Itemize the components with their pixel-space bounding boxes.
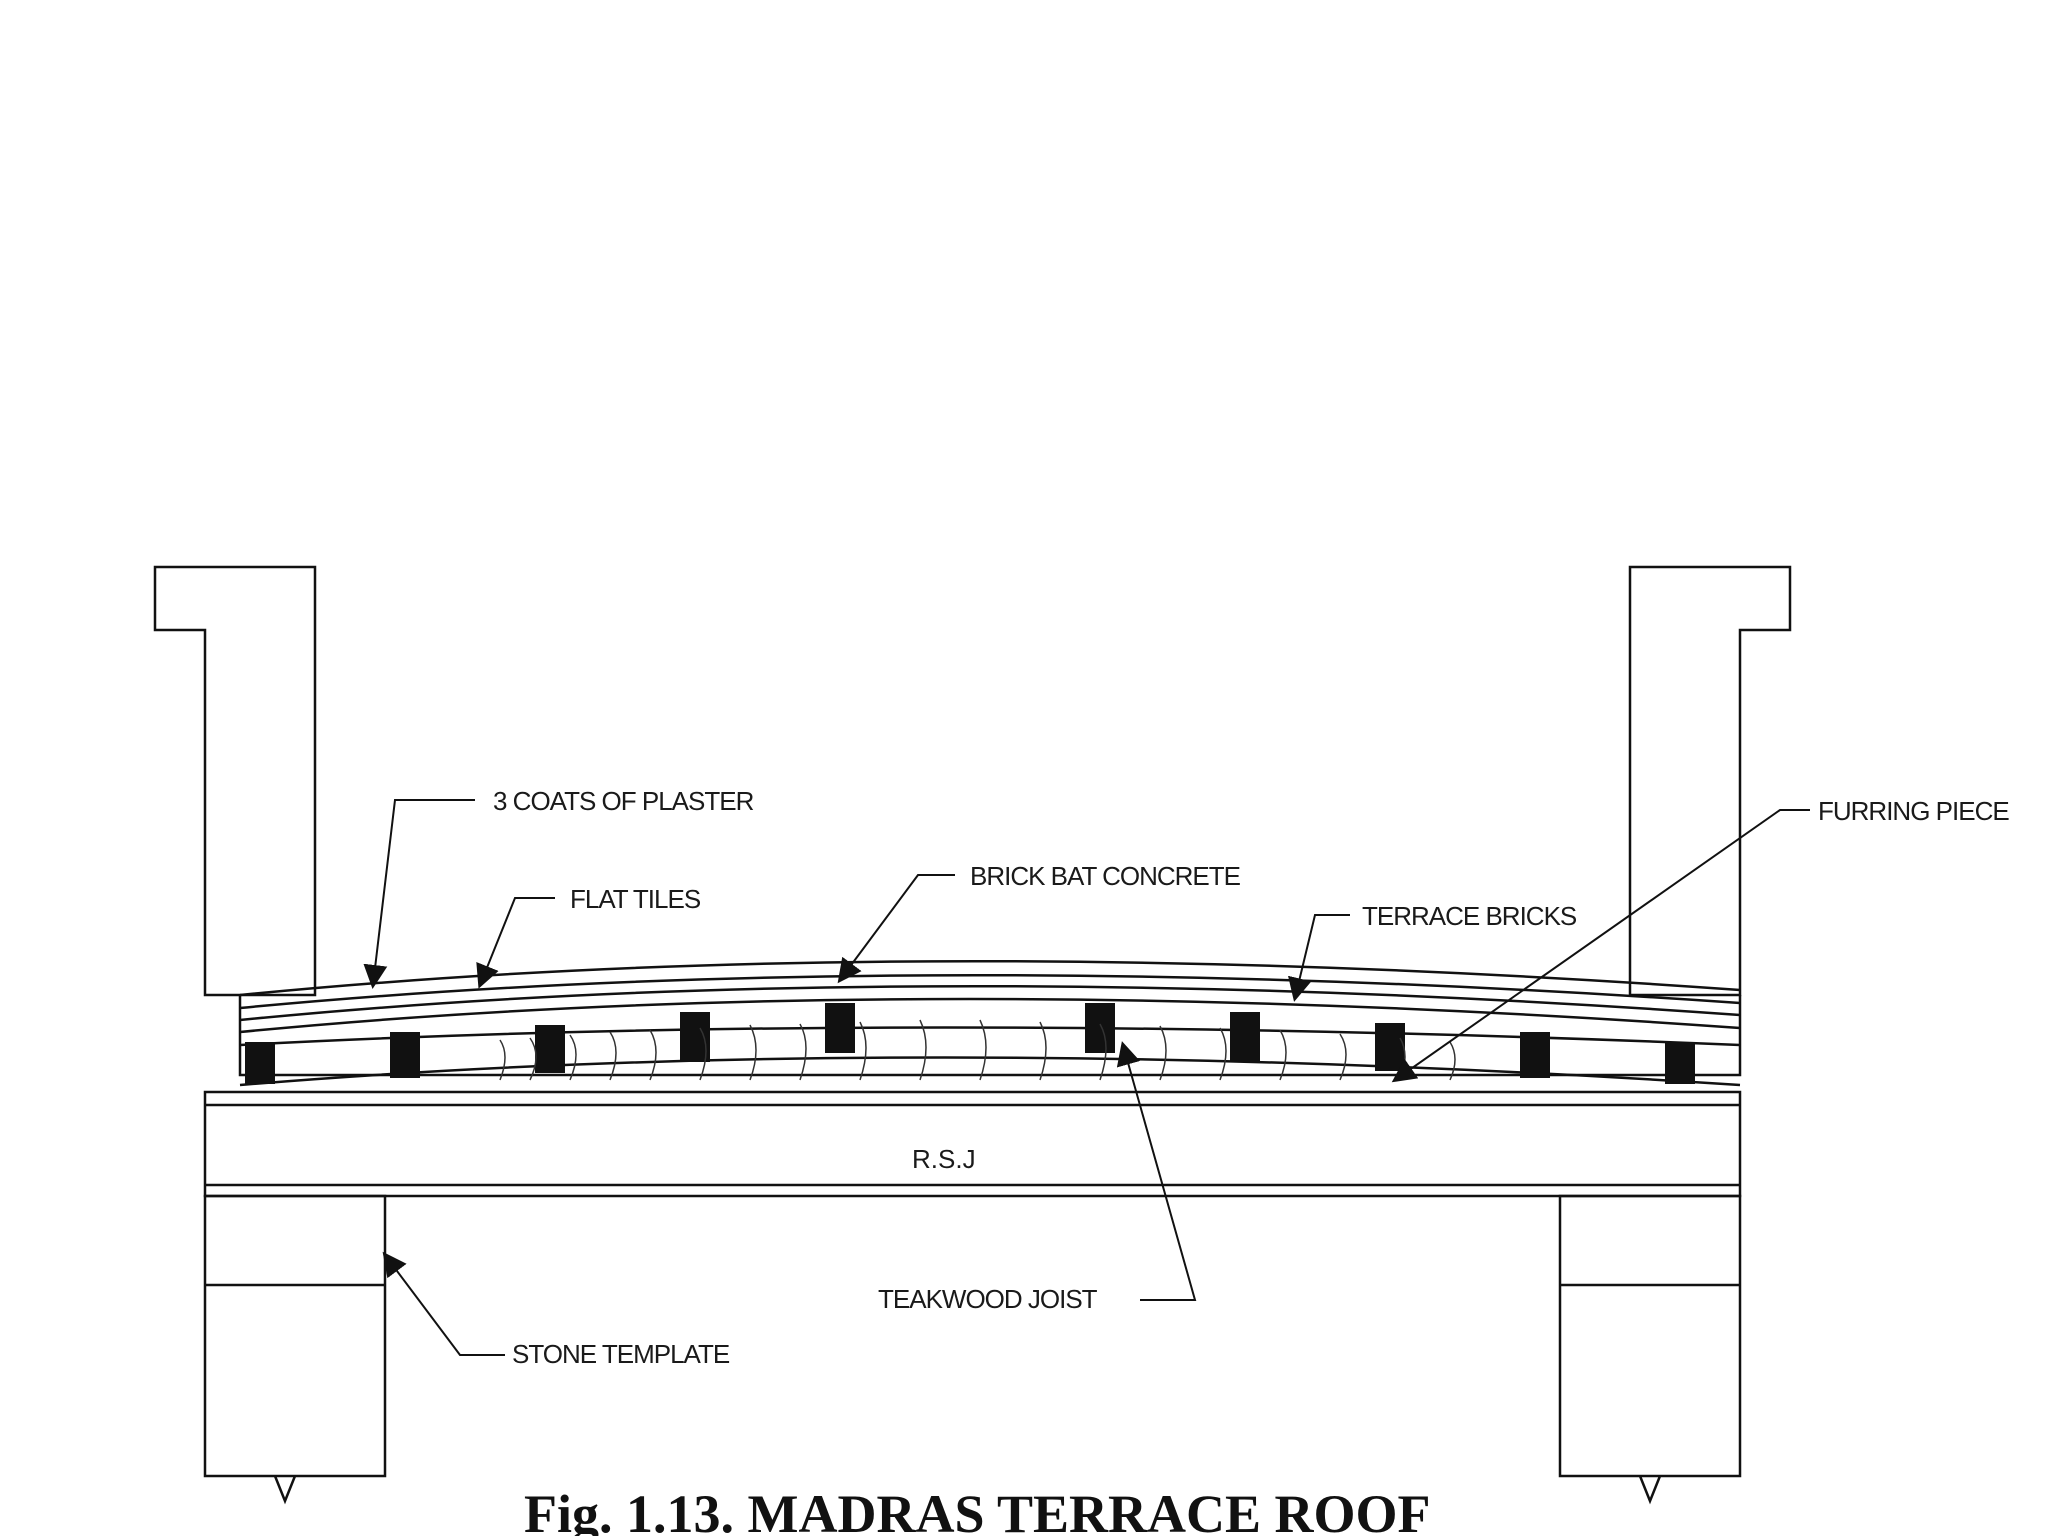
label-teakwood: TEAKWOOD JOIST [878,1041,1197,1314]
rsj-beam: R.S.J [203,1090,1742,1198]
svg-text:FLAT TILES: FLAT TILES [570,884,701,914]
label-brick-bat: BRICK BAT CONCRETE [837,861,1242,984]
teakwood-joists [245,1003,1695,1084]
joist [245,1042,275,1084]
label-furring: FURRING PIECE [1391,796,2010,1083]
label-plaster: 3 COATS OF PLASTER [363,786,755,989]
rsj-label: R.S.J [912,1144,976,1174]
brick-bat-fill [499,1019,1456,1081]
plaster-layer [239,959,1741,997]
joist [1085,1003,1115,1053]
svg-text:3 COATS OF PLASTER: 3 COATS OF PLASTER [493,786,754,816]
svg-text:TERRACE BRICKS: TERRACE BRICKS [1362,901,1577,931]
svg-text:STONE TEMPLATE: STONE TEMPLATE [512,1339,730,1369]
joist [825,1003,855,1053]
joist [1665,1042,1695,1084]
roof-slab [238,959,1742,1087]
flat-tile-layer [239,973,1741,1010]
right-parapet-wall [1628,565,1792,997]
terrace-brick-layer [239,997,1741,1034]
joist [1230,1012,1260,1062]
figure-caption: Fig. 1.13. MADRAS TERRACE ROOF [524,1484,1431,1536]
joist [1375,1023,1405,1071]
label-flat-tiles: FLAT TILES [476,884,702,989]
joist [390,1032,420,1078]
label-stone: STONE TEMPLATE [382,1251,731,1369]
svg-text:BRICK BAT CONCRETE: BRICK BAT CONCRETE [970,861,1241,891]
svg-text:FURRING PIECE: FURRING PIECE [1818,796,2009,826]
left-parapet-wall [153,565,317,997]
brick-bat-layer [239,984,1741,1022]
left-support-wall [203,1194,387,1505]
joist [535,1025,565,1073]
svg-text:TEAKWOOD JOIST: TEAKWOOD JOIST [878,1284,1098,1314]
right-support-wall [1558,1194,1742,1505]
joist [680,1012,710,1062]
label-terrace-bricks: TERRACE BRICKS [1288,901,1578,1002]
joist [1520,1032,1550,1078]
